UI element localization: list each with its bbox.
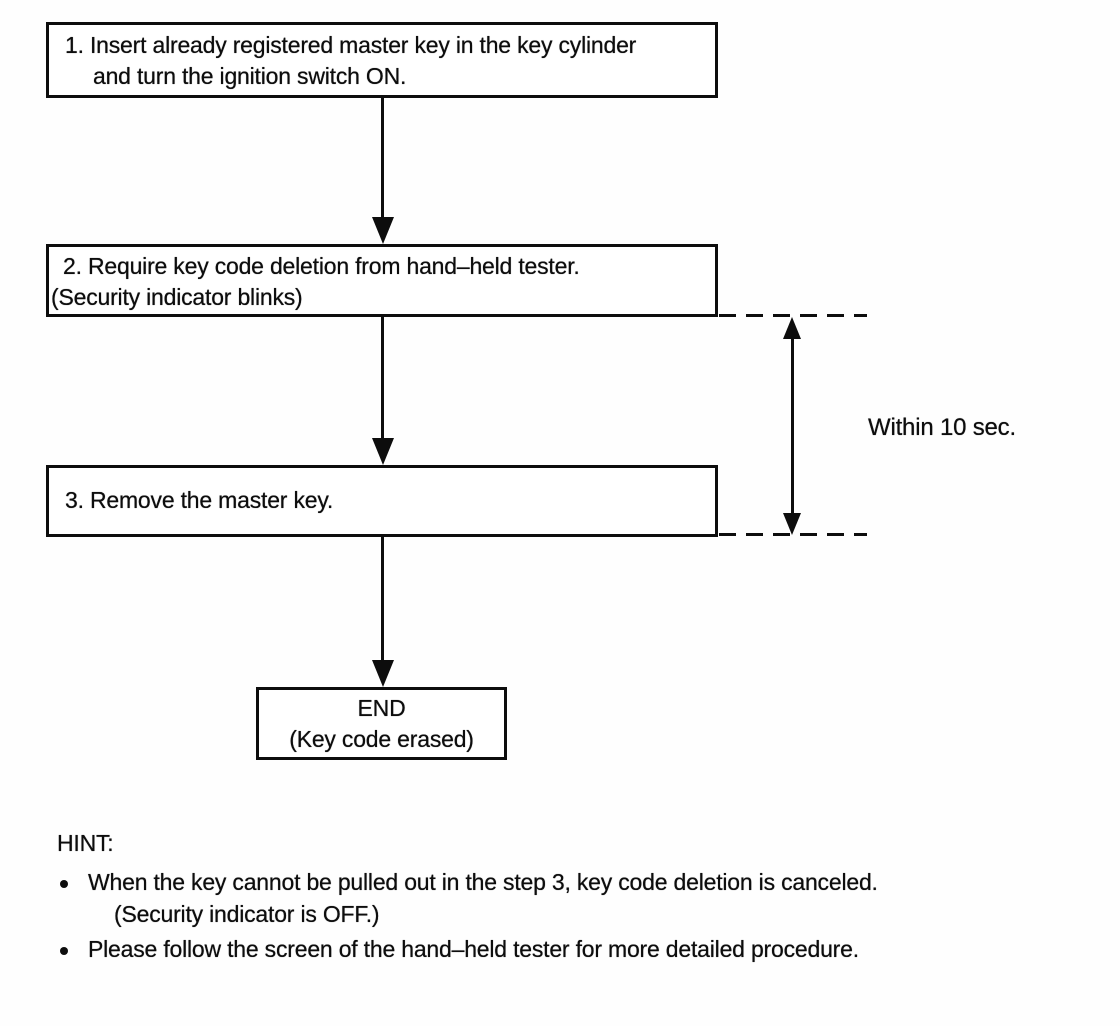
arrowhead-down-icon	[783, 513, 801, 535]
hint-heading: HINT:	[57, 830, 114, 856]
timing-label: Within 10 sec.	[868, 414, 1016, 441]
step3-box: 3. Remove the master key.	[46, 465, 718, 537]
connector-line-3	[381, 537, 384, 661]
timing-dashed-line-top	[719, 314, 867, 317]
arrowhead-up-icon	[783, 317, 801, 339]
arrowhead-down-icon	[372, 660, 394, 687]
end-box: END (Key code erased)	[256, 687, 507, 760]
arrowhead-down-icon	[372, 438, 394, 465]
hint-bullet1-text: When the key cannot be pulled out in the…	[88, 869, 878, 895]
step1-text-line2: and turn the ignition switch ON.	[93, 63, 407, 89]
end-box-title: END	[357, 695, 406, 721]
timing-double-arrow-line	[791, 330, 794, 520]
step2-text-line1: 2. Require key code deletion from hand–h…	[63, 253, 580, 279]
step2-text-line2: (Security indicator blinks)	[51, 284, 303, 310]
bullet-dot-icon	[60, 880, 68, 888]
step2-box: 2. Require key code deletion from hand–h…	[46, 244, 718, 317]
hint-bullet2-text: Please follow the screen of the hand–hel…	[88, 936, 859, 962]
hint-bullet1-subtext: (Security indicator is OFF.)	[114, 901, 380, 927]
step1-box: 1. Insert already registered master key …	[46, 22, 718, 98]
connector-line-2	[381, 317, 384, 439]
step1-text-line1: 1. Insert already registered master key …	[65, 32, 637, 58]
end-box-subtitle: (Key code erased)	[289, 726, 474, 752]
arrowhead-down-icon	[372, 217, 394, 244]
step3-text-line1: 3. Remove the master key.	[65, 487, 334, 513]
connector-line-1	[381, 98, 384, 218]
bullet-dot-icon	[60, 947, 68, 955]
